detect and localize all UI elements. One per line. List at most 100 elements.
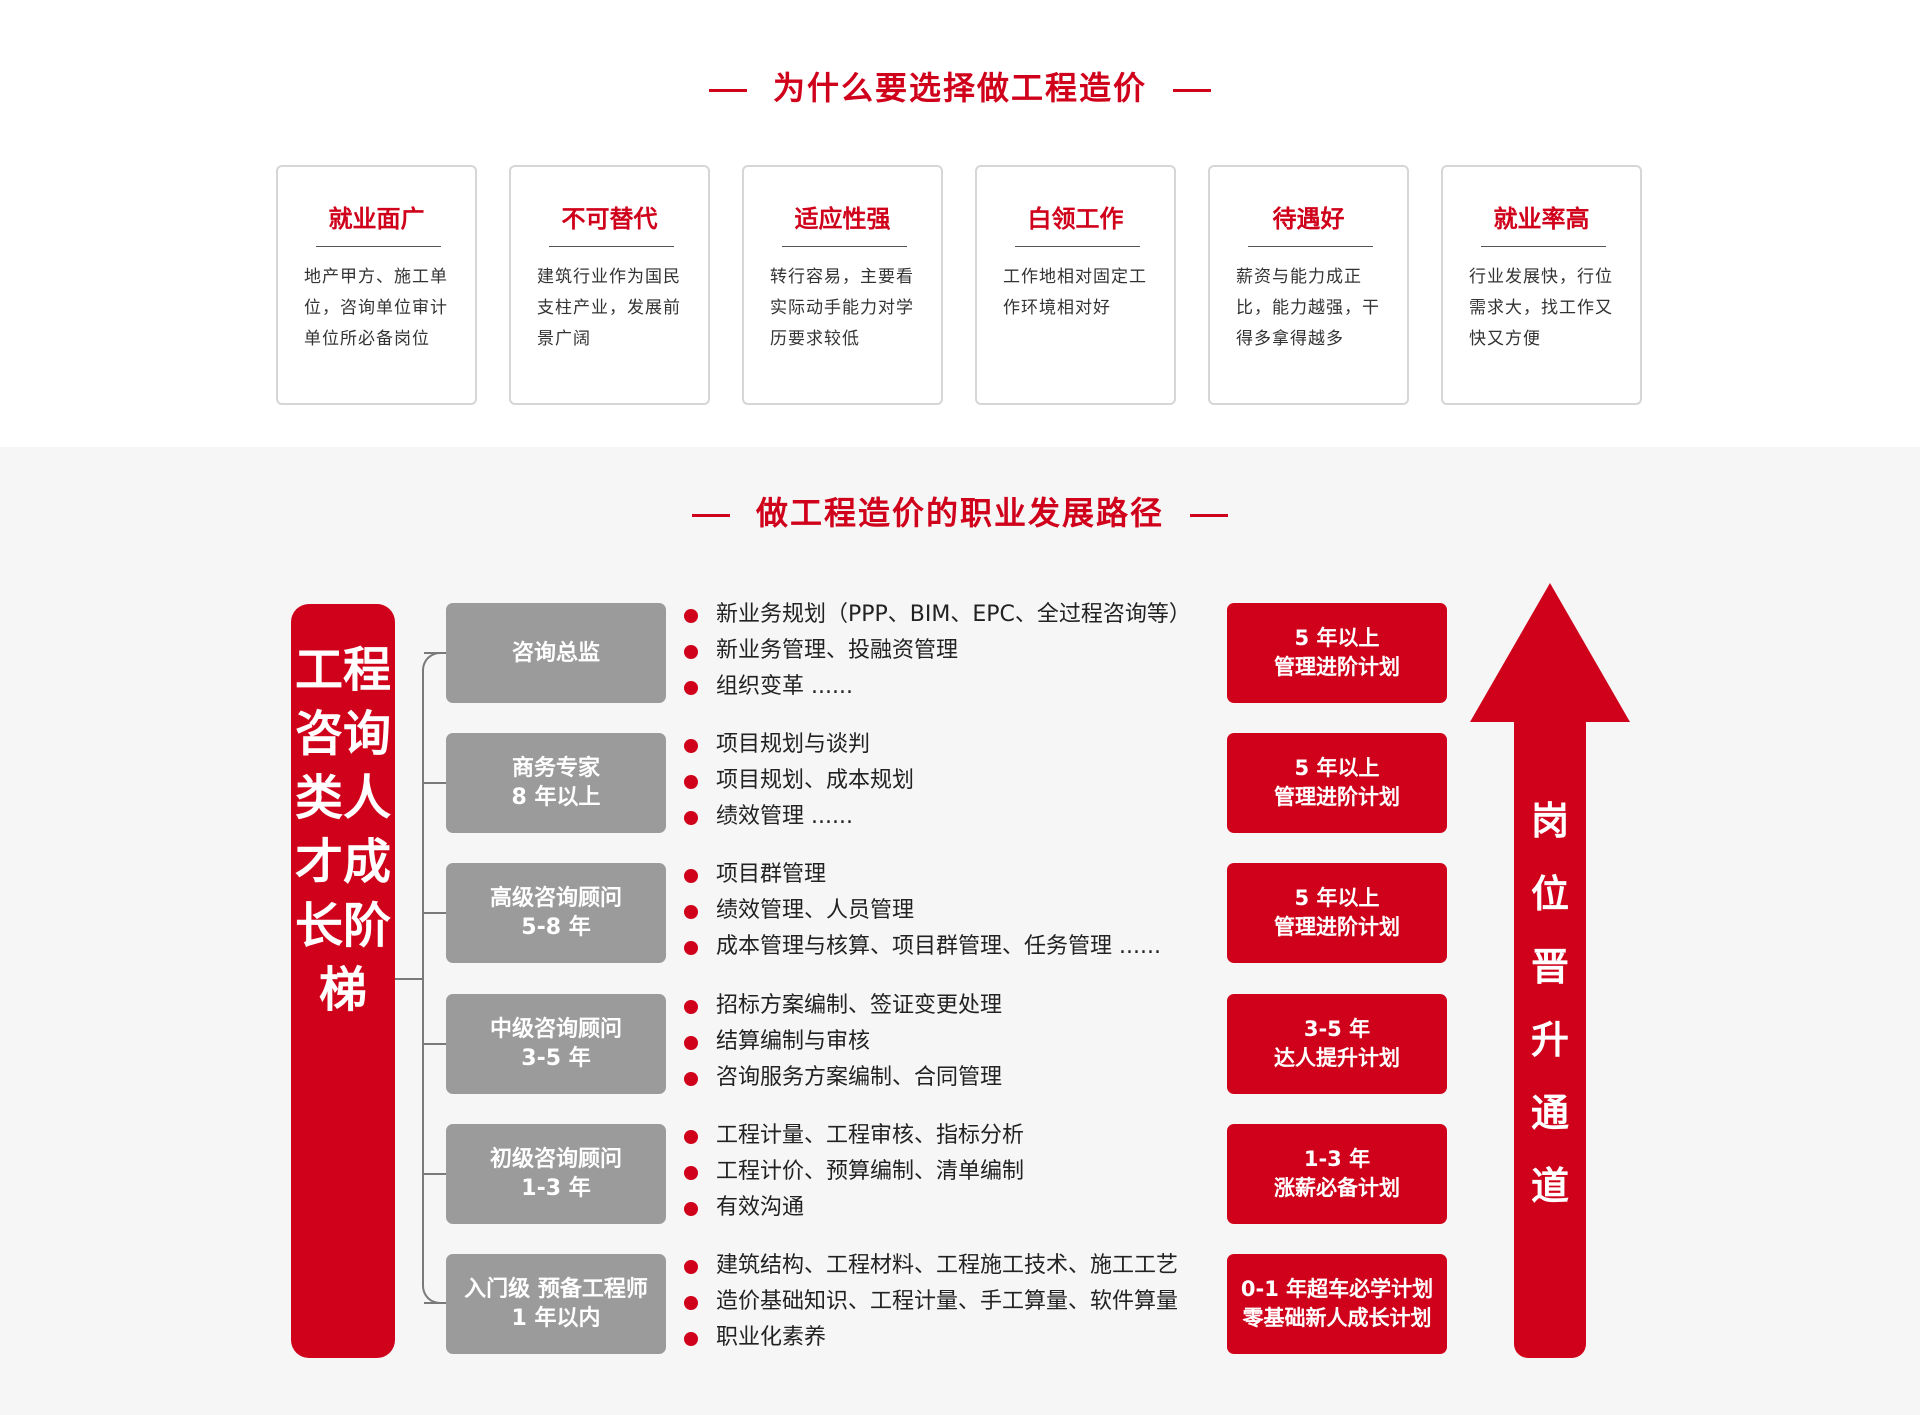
bullet-dot-icon [684, 1036, 698, 1050]
list-item: 有效沟通 [682, 1190, 1222, 1226]
bracket-branch [424, 1302, 446, 1304]
reason-card: 适应性强 转行容易，主要看实际动手能力对学历要求较低 [742, 165, 943, 405]
bracket-connector [395, 978, 423, 980]
duty-list: 建筑结构、工程材料、工程施工技术、施工工艺 造价基础知识、工程计量、手工算量、软… [682, 1248, 1222, 1356]
title-dash-left [691, 513, 730, 517]
card-divider [316, 246, 441, 247]
bullet-dot-icon [684, 645, 698, 659]
bullet-dot-icon [684, 1130, 698, 1144]
bullet-dot-icon [684, 1000, 698, 1014]
card-title: 就业率高 [1493, 205, 1590, 233]
role-name: 中级咨询顾问 [489, 1017, 622, 1042]
list-item: 成本管理与核算、项目群管理、任务管理 ...... [682, 929, 1222, 965]
role-name: 高级咨询顾问 [489, 886, 622, 911]
card-divider [1248, 246, 1373, 247]
bullet-dot-icon [684, 609, 698, 623]
list-item: 项目规划与谈判 [682, 727, 1222, 763]
bullet-dot-icon [684, 1072, 698, 1086]
ladder-text: 工程咨询类人才成长阶梯 [294, 642, 391, 1018]
list-item: 工程计价、预算编制、清单编制 [682, 1154, 1222, 1190]
bracket-branch [424, 1173, 446, 1175]
list-item: 绩效管理、人员管理 [682, 893, 1222, 929]
level-bracket [422, 652, 444, 1304]
card-title: 不可替代 [561, 205, 658, 233]
card-title: 白领工作 [1027, 205, 1124, 233]
bullet-dot-icon [684, 1260, 698, 1274]
role-name: 初级咨询顾问 [489, 1147, 622, 1172]
bullet-dot-icon [684, 1202, 698, 1216]
card-title: 就业面广 [328, 205, 425, 233]
card-divider [782, 246, 907, 247]
reason-card: 就业面广 地产甲方、施工单位，咨询单位审计单位所必备岗位 [276, 165, 477, 405]
plan-box: 0-1 年超车必学计划 零基础新人成长计划 [1227, 1254, 1447, 1354]
role-years: 8 年以上 [511, 785, 601, 810]
role-box: 初级咨询顾问 1-3 年 [446, 1124, 666, 1224]
bullet-dot-icon [684, 941, 698, 955]
reason-card: 不可替代 建筑行业作为国民支柱产业，发展前景广阔 [509, 165, 710, 405]
bullet-dot-icon [684, 681, 698, 695]
reason-card: 就业率高 行业发展快，行位需求大，找工作又快又方便 [1441, 165, 1642, 405]
card-text: 建筑行业作为国民支柱产业，发展前景广阔 [537, 267, 681, 349]
plan-name: 管理进阶计划 [1274, 915, 1400, 939]
list-item: 造价基础知识、工程计量、手工算量、软件算量 [682, 1284, 1222, 1320]
title-dash-left [708, 88, 747, 92]
reason-card: 待遇好 薪资与能力成正比，能力越强，干得多拿得越多 [1208, 165, 1409, 405]
title-dash-right [1190, 513, 1228, 517]
plan-box: 5 年以上 管理进阶计划 [1227, 603, 1447, 703]
role-name: 咨询总监 [511, 640, 600, 666]
plan-duration: 3-5 年 [1303, 1017, 1371, 1041]
bullet-dot-icon [684, 1332, 698, 1346]
title-dash-right [1173, 88, 1211, 92]
plan-name: 管理进阶计划 [1274, 655, 1400, 679]
list-item: 建筑结构、工程材料、工程施工技术、施工工艺 [682, 1248, 1222, 1284]
bullet-dot-icon [684, 1296, 698, 1310]
plan-name: 管理进阶计划 [1274, 785, 1400, 809]
role-years: 5-8 年 [521, 915, 591, 940]
bullet-dot-icon [684, 739, 698, 753]
card-title: 待遇好 [1272, 205, 1345, 233]
card-title: 适应性强 [794, 205, 891, 233]
bullet-dot-icon [684, 1166, 698, 1180]
role-box: 入门级 预备工程师 1 年以内 [446, 1254, 666, 1354]
plan-name: 涨薪必备计划 [1274, 1176, 1400, 1200]
bullet-dot-icon [684, 869, 698, 883]
bullet-dot-icon [684, 811, 698, 825]
reason-card: 白领工作 工作地相对固定工作环境相对好 [975, 165, 1176, 405]
list-item: 工程计量、工程审核、指标分析 [682, 1118, 1222, 1154]
bracket-branch [424, 1043, 446, 1045]
why-title: 为什么要选择做工程造价 [0, 63, 1920, 109]
role-box: 高级咨询顾问 5-8 年 [446, 863, 666, 963]
list-item: 项目规划、成本规划 [682, 763, 1222, 799]
card-text: 转行容易，主要看实际动手能力对学历要求较低 [770, 267, 914, 349]
role-box: 中级咨询顾问 3-5 年 [446, 994, 666, 1094]
bullet-dot-icon [684, 905, 698, 919]
growth-ladder-label: 工程咨询类人才成长阶梯 [291, 604, 395, 1358]
plan-box: 1-3 年 涨薪必备计划 [1227, 1124, 1447, 1224]
role-box: 咨询总监 [446, 603, 666, 703]
list-item: 咨询服务方案编制、合同管理 [682, 1060, 1222, 1096]
plan-duration: 5 年以上 [1294, 886, 1380, 910]
list-item: 组织变革 ...... [682, 669, 1222, 705]
plan-name: 达人提升计划 [1274, 1046, 1400, 1070]
arrow-up-icon [1470, 583, 1630, 722]
duty-list: 项目规划与谈判 项目规划、成本规划 绩效管理 ...... [682, 727, 1222, 835]
list-item: 职业化素养 [682, 1320, 1222, 1356]
duty-list: 工程计量、工程审核、指标分析 工程计价、预算编制、清单编制 有效沟通 [682, 1118, 1222, 1226]
list-item: 项目群管理 [682, 857, 1222, 893]
plan-name: 零基础新人成长计划 [1242, 1306, 1432, 1330]
list-item: 新业务规划（PPP、BIM、EPC、全过程咨询等） [682, 597, 1222, 633]
role-name: 商务专家 [511, 756, 600, 781]
list-item: 绩效管理 ...... [682, 799, 1222, 835]
card-text: 地产甲方、施工单位，咨询单位审计单位所必备岗位 [304, 267, 448, 349]
card-text: 行业发展快，行位需求大，找工作又快又方便 [1469, 267, 1613, 349]
card-divider [549, 246, 674, 247]
list-item: 招标方案编制、签证变更处理 [682, 988, 1222, 1024]
card-divider [1481, 246, 1606, 247]
bullet-dot-icon [684, 775, 698, 789]
role-years: 1 年以内 [511, 1306, 601, 1331]
bracket-branch [424, 652, 446, 654]
bracket-branch [424, 912, 446, 914]
list-item: 结算编制与审核 [682, 1024, 1222, 1060]
duty-list: 招标方案编制、签证变更处理 结算编制与审核 咨询服务方案编制、合同管理 [682, 988, 1222, 1096]
plan-box: 5 年以上 管理进阶计划 [1227, 863, 1447, 963]
